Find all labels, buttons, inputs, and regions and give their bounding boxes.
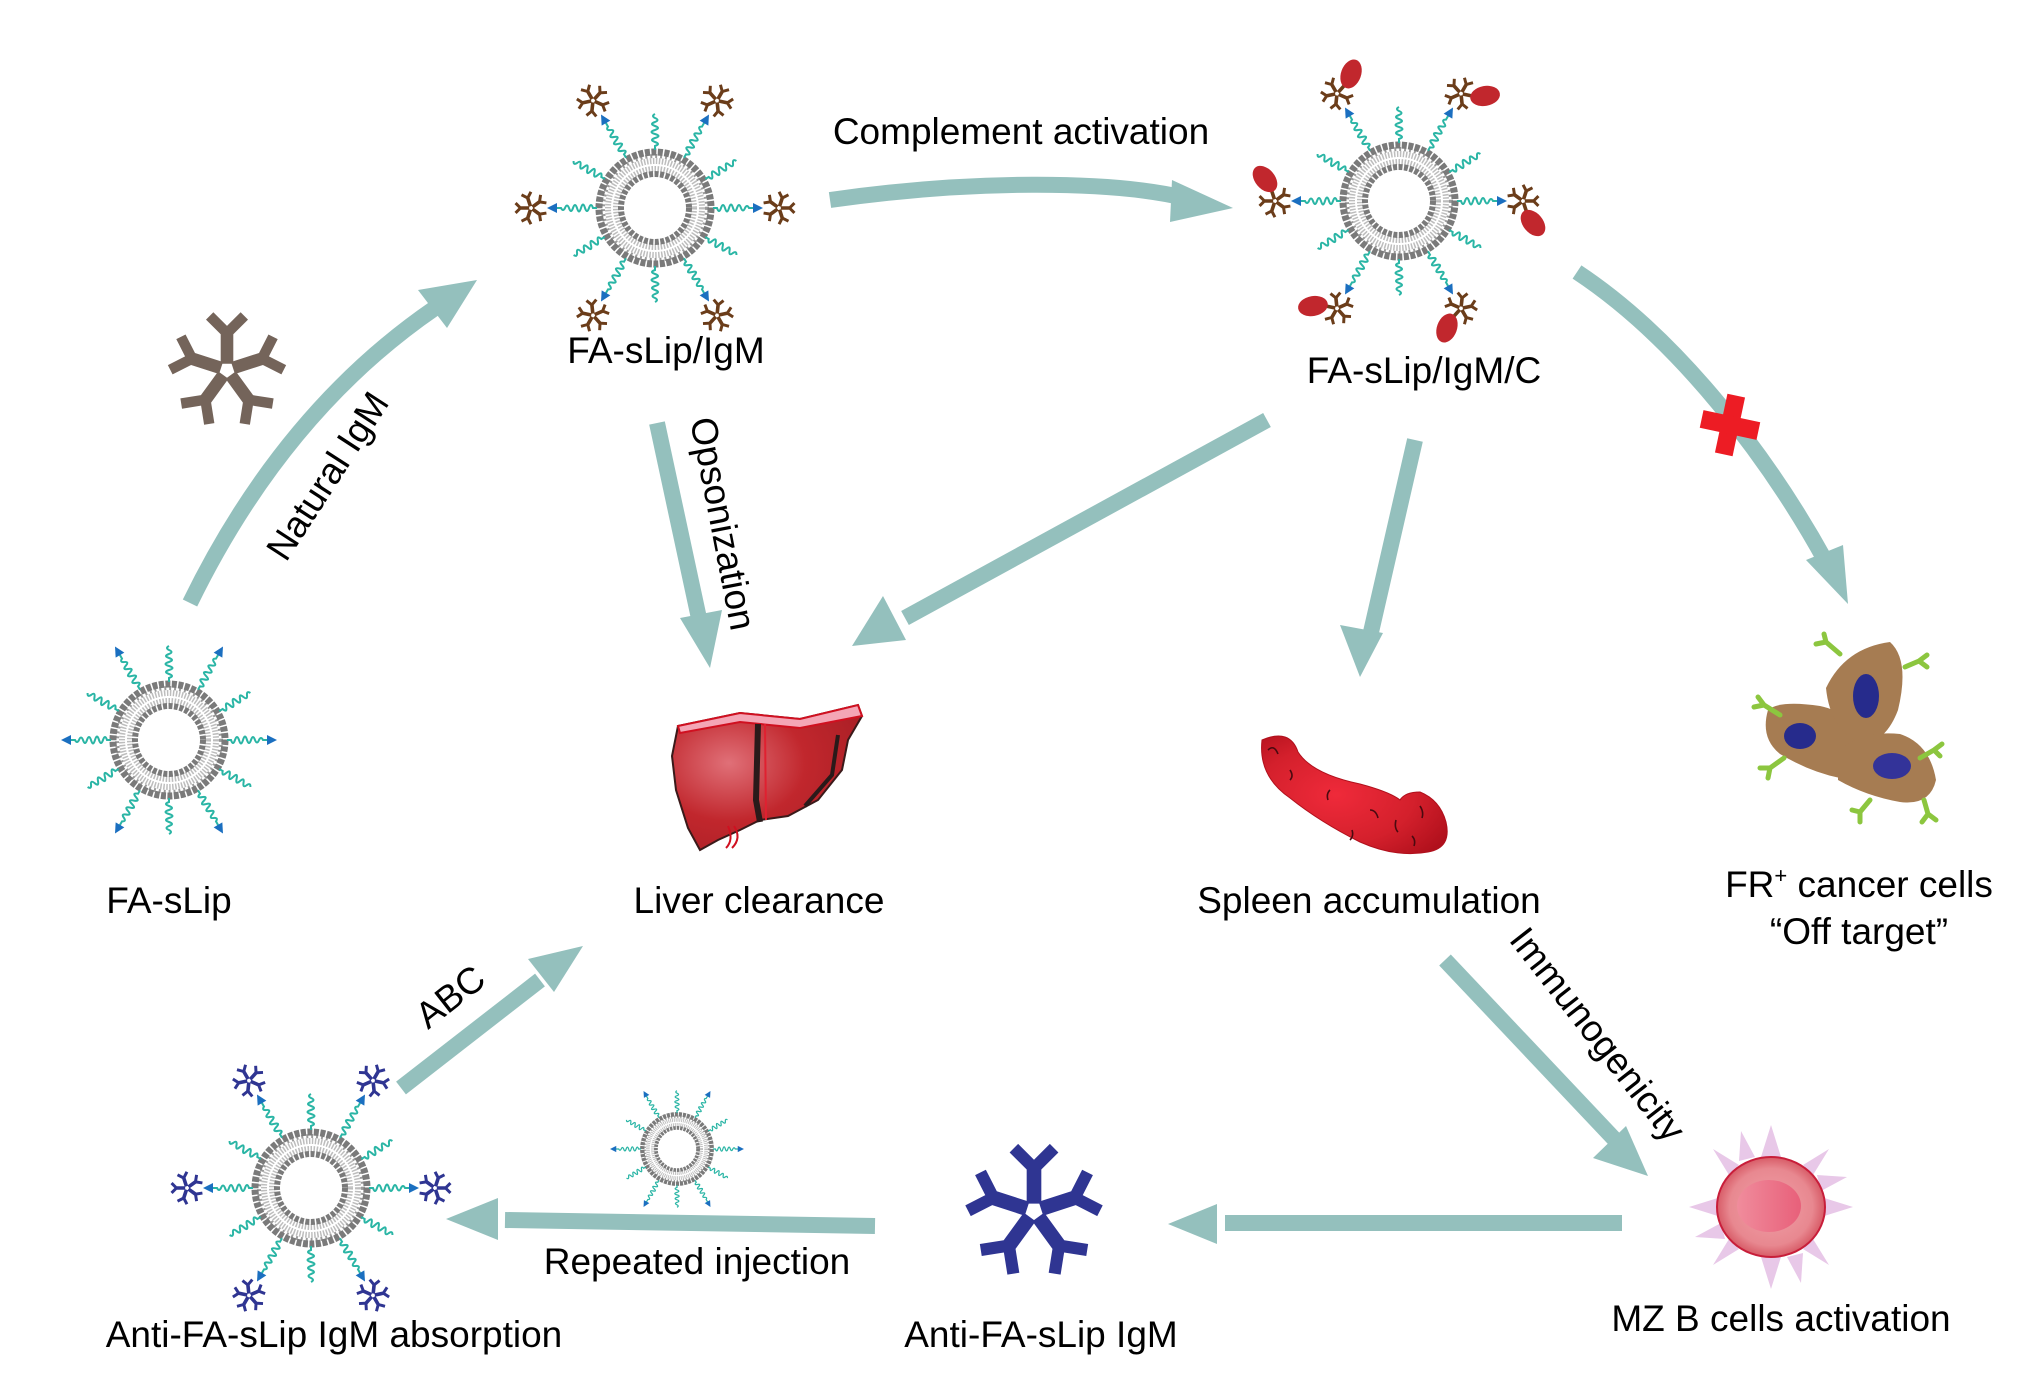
node-cancer-cells[interactable]: FR+ cancer cells “Off target” xyxy=(1725,631,1993,952)
node-mz-b-cells[interactable]: MZ B cells activation xyxy=(1611,1125,1951,1339)
liposome-igm-complement-icon xyxy=(1252,59,1546,343)
node-label-off-target: “Off target” xyxy=(1770,911,1948,952)
arrow-opsonization xyxy=(649,421,722,668)
liver-icon xyxy=(670,703,864,852)
liposome-icon xyxy=(61,643,277,837)
arrow-repeated-injection xyxy=(446,1198,876,1240)
node-label-anti-igm: Anti-FA-sLip IgM xyxy=(904,1314,1177,1355)
spleen-icon xyxy=(1261,735,1448,855)
reinjected-liposome-icon xyxy=(610,1089,744,1209)
node-label-fa-slip-igm: FA-sLip/IgM xyxy=(567,330,764,371)
natural-igm-icon xyxy=(166,312,289,429)
liposome-anti-igm-icon xyxy=(171,1058,452,1319)
node-label-mz-b-cells: MZ B cells activation xyxy=(1611,1298,1950,1339)
node-fa-slip-igm-c[interactable]: FA-sLip/IgM/C xyxy=(1248,50,1551,391)
edge-label-complement-activation: Complement activation xyxy=(833,111,1209,152)
node-label-fa-slip-igm-c: FA-sLip/IgM/C xyxy=(1307,350,1541,391)
node-label-cancer-cells: FR+ cancer cells xyxy=(1725,863,1993,905)
node-label-liver: Liver clearance xyxy=(634,880,885,921)
arrow-igmc-to-liver xyxy=(852,412,1271,646)
arrow-b-to-igm xyxy=(1168,1204,1622,1244)
node-liver[interactable]: Liver clearance xyxy=(634,703,885,921)
node-label-fa-slip: FA-sLip xyxy=(106,880,231,921)
node-fa-slip[interactable]: FA-sLip xyxy=(61,643,277,921)
cancer-cells-icon xyxy=(1751,631,1945,825)
cancer-cells-text: cancer cells xyxy=(1787,864,1993,905)
edge-label-repeated-injection: Repeated injection xyxy=(544,1241,851,1282)
arrow-igmc-to-spleen xyxy=(1340,438,1423,677)
igm-pentamer-icon xyxy=(963,1144,1106,1280)
node-fa-slip-igm[interactable]: FA-sLip/IgM xyxy=(515,78,796,371)
arrow-immunogenicity xyxy=(1439,954,1648,1176)
node-spleen[interactable]: Spleen accumulation xyxy=(1197,735,1541,921)
edge-label-natural-igm: Natural IgM xyxy=(258,385,397,568)
node-anti-igm-absorption[interactable]: Anti-FA-sLip IgM absorption xyxy=(106,1058,563,1355)
arrow-abc xyxy=(396,946,583,1095)
node-label-anti-igm-absorption: Anti-FA-sLip IgM absorption xyxy=(106,1314,563,1355)
liposome-igm-icon xyxy=(515,78,796,339)
arrow-natural-igm xyxy=(182,280,477,607)
node-anti-igm[interactable]: Anti-FA-sLip IgM xyxy=(904,1144,1178,1355)
fr-text: FR xyxy=(1725,864,1774,905)
node-label-spleen: Spleen accumulation xyxy=(1197,880,1541,921)
fr-superscript: + xyxy=(1774,863,1787,888)
b-cell-icon xyxy=(1689,1125,1853,1289)
arrow-igmc-to-cancer xyxy=(1572,265,1848,604)
arrow-complement-activation xyxy=(828,176,1233,222)
blocked-cross-icon xyxy=(1699,393,1761,457)
